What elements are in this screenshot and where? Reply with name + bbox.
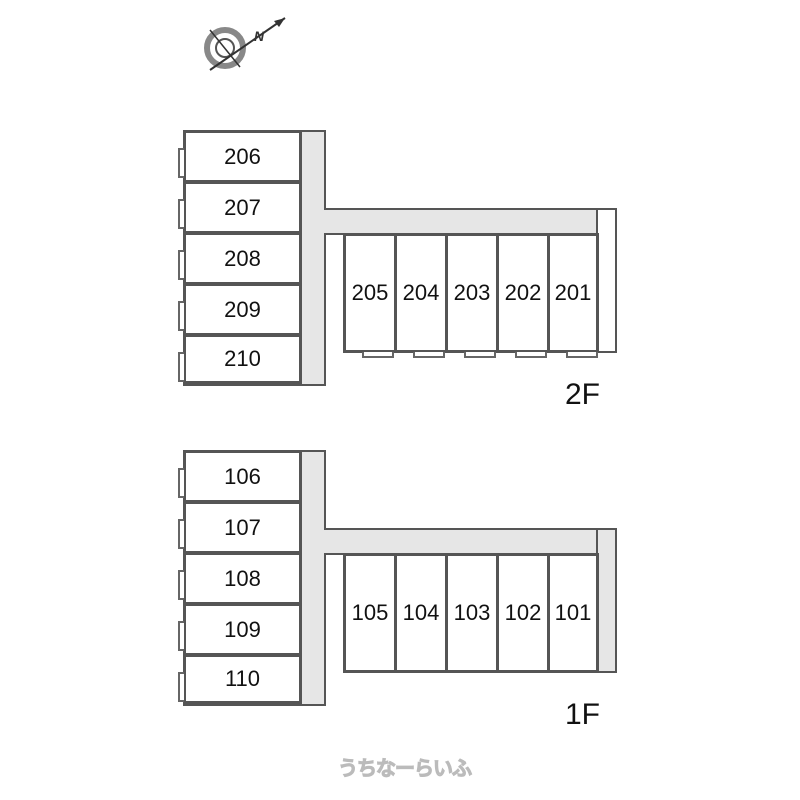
balcony	[413, 352, 445, 358]
window	[178, 250, 184, 280]
floor-label: 1F	[565, 698, 601, 731]
room-107: 107	[183, 501, 302, 554]
room-104: 104	[394, 553, 448, 673]
balcony	[515, 352, 547, 358]
stair-area	[596, 208, 617, 353]
window	[178, 672, 184, 702]
room-202: 202	[496, 233, 550, 353]
room-210: 210	[183, 334, 302, 384]
window	[178, 519, 184, 549]
compass-icon: N	[204, 17, 286, 71]
balcony	[566, 352, 598, 358]
balcony	[464, 352, 496, 358]
room-203: 203	[445, 233, 499, 353]
window	[178, 468, 184, 498]
room-106: 106	[183, 450, 302, 503]
room-209: 209	[183, 283, 302, 336]
room-103: 103	[445, 553, 499, 673]
window	[178, 301, 184, 331]
room-205: 205	[343, 233, 397, 353]
svg-text:N: N	[254, 28, 265, 44]
window	[178, 148, 184, 178]
balcony	[362, 352, 394, 358]
room-208: 208	[183, 232, 302, 285]
room-102: 102	[496, 553, 550, 673]
window	[178, 621, 184, 651]
corridor-horizontal	[324, 528, 617, 555]
corridor-horizontal	[324, 208, 617, 235]
window	[178, 352, 184, 382]
window	[178, 199, 184, 229]
room-204: 204	[394, 233, 448, 353]
floor-label: 2F	[565, 378, 601, 411]
stair-area	[596, 528, 617, 673]
room-207: 207	[183, 181, 302, 234]
room-206: 206	[183, 130, 302, 183]
window	[178, 570, 184, 600]
room-110: 110	[183, 654, 302, 704]
room-108: 108	[183, 552, 302, 605]
room-109: 109	[183, 603, 302, 656]
room-101: 101	[547, 553, 599, 673]
watermark: うちなーらいふ	[338, 758, 473, 781]
room-105: 105	[343, 553, 397, 673]
room-201: 201	[547, 233, 599, 353]
